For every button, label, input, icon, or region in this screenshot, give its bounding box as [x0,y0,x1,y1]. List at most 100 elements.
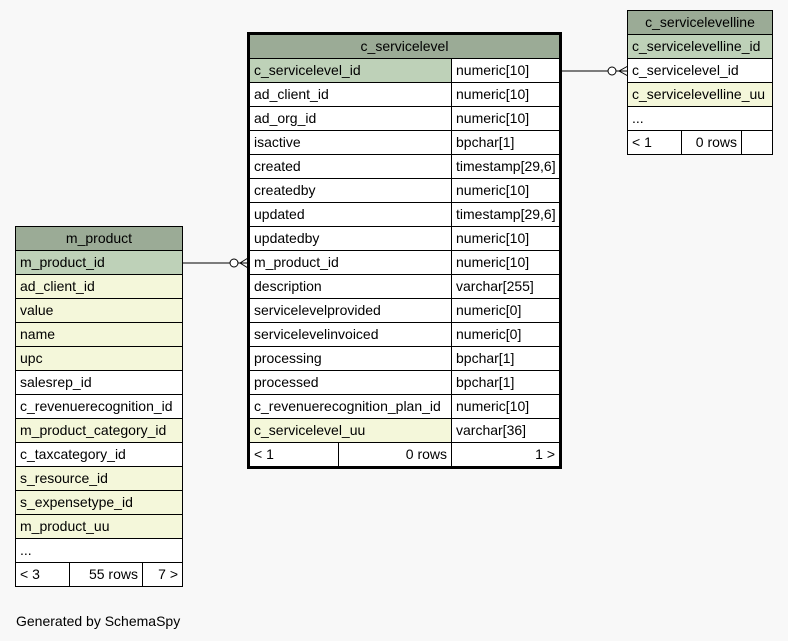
column-row[interactable]: name [16,323,182,347]
column-name: created [250,155,451,178]
column-name: processed [250,371,451,394]
column-name: ad_org_id [250,107,451,130]
column-type: numeric[10] [451,83,559,106]
column-type: numeric[10] [451,227,559,250]
column-name: c_servicelevel_uu [250,419,451,442]
column-name: description [250,275,451,298]
column-row[interactable]: m_product_uu [16,515,182,539]
column-type: numeric[10] [451,179,559,202]
column-name: servicelevelprovided [250,299,451,322]
column-row[interactable]: c_taxcategory_id [16,443,182,467]
column-row[interactable]: c_revenuerecognition_id [16,395,182,419]
table-c-servicelevelline[interactable]: c_servicelevelline c_servicelevelline_id… [627,10,773,155]
generated-by-label: Generated by SchemaSpy [16,613,181,629]
column-name: createdby [250,179,451,202]
column-type: bpchar[1] [451,131,559,154]
column-row[interactable]: salesrep_id [16,371,182,395]
column-row[interactable]: c_servicelevelline_id [628,35,772,59]
column-name: ad_client_id [16,275,182,298]
table-title[interactable]: c_servicelevel [250,35,559,59]
column-name: c_servicelevel_id [250,59,451,82]
column-type: bpchar[1] [451,371,559,394]
column-type: varchar[255] [451,275,559,298]
column-name: servicelevelinvoiced [250,323,451,346]
table-footer: < 1 0 rows [628,131,772,154]
column-name: value [16,299,182,322]
column-row[interactable]: value [16,299,182,323]
column-type: timestamp[29,6] [451,203,559,226]
row-count: 55 rows [69,563,142,586]
column-row[interactable]: ... [16,539,182,563]
column-name: m_product_id [250,251,451,274]
column-row[interactable]: c_servicelevel_id [628,59,772,83]
column-row[interactable]: ... [628,107,772,131]
column-type: numeric[0] [451,323,559,346]
children-link[interactable] [741,131,772,154]
column-name: m_product_category_id [16,419,182,442]
column-name: c_servicelevelline_id [628,35,772,58]
column-row[interactable]: m_product_id [16,251,182,275]
table-title[interactable]: m_product [16,227,182,251]
column-name: c_servicelevel_id [628,59,772,82]
column-name: m_product_uu [16,515,182,538]
column-type: numeric[10] [451,59,559,82]
column-type: bpchar[1] [451,347,559,370]
column-type: numeric[10] [451,107,559,130]
column-type: timestamp[29,6] [451,155,559,178]
column-type: numeric[0] [451,299,559,322]
column-row[interactable]: m_product_category_id [16,419,182,443]
relationship-c-servicelevel [562,65,629,77]
column-name: c_revenuerecognition_id [16,395,182,418]
column-name: salesrep_id [16,371,182,394]
column-row[interactable]: c_servicelevelline_uu [628,83,772,107]
column-name: c_servicelevelline_uu [628,83,772,106]
row-count: 0 rows [681,131,741,154]
children-link[interactable]: 1 > [451,443,559,466]
table-title[interactable]: c_servicelevelline [628,11,772,35]
table-footer: < 1 0 rows 1 > [250,443,559,466]
column-name: updated [250,203,451,226]
column-name: updatedby [250,227,451,250]
column-name: ad_client_id [250,83,451,106]
column-name: s_resource_id [16,467,182,490]
column-type: varchar[36] [451,419,559,442]
column-name: processing [250,347,451,370]
relationship-m-product [182,257,249,269]
column-row[interactable]: s_expensetype_id [16,491,182,515]
parents-link[interactable]: < 1 [632,134,652,150]
parents-link[interactable]: < 3 [20,566,40,582]
children-link[interactable]: 7 > [142,563,182,586]
column-row[interactable]: upc [16,347,182,371]
column-row[interactable]: ad_client_id [16,275,182,299]
column-type: numeric[10] [451,251,559,274]
column-name: ... [16,539,182,562]
column-name: s_expensetype_id [16,491,182,514]
column-row[interactable]: s_resource_id [16,467,182,491]
column-name: c_revenuerecognition_plan_id [250,395,451,418]
parents-link[interactable]: < 1 [254,446,274,462]
column-name: name [16,323,182,346]
column-type: numeric[10] [451,395,559,418]
